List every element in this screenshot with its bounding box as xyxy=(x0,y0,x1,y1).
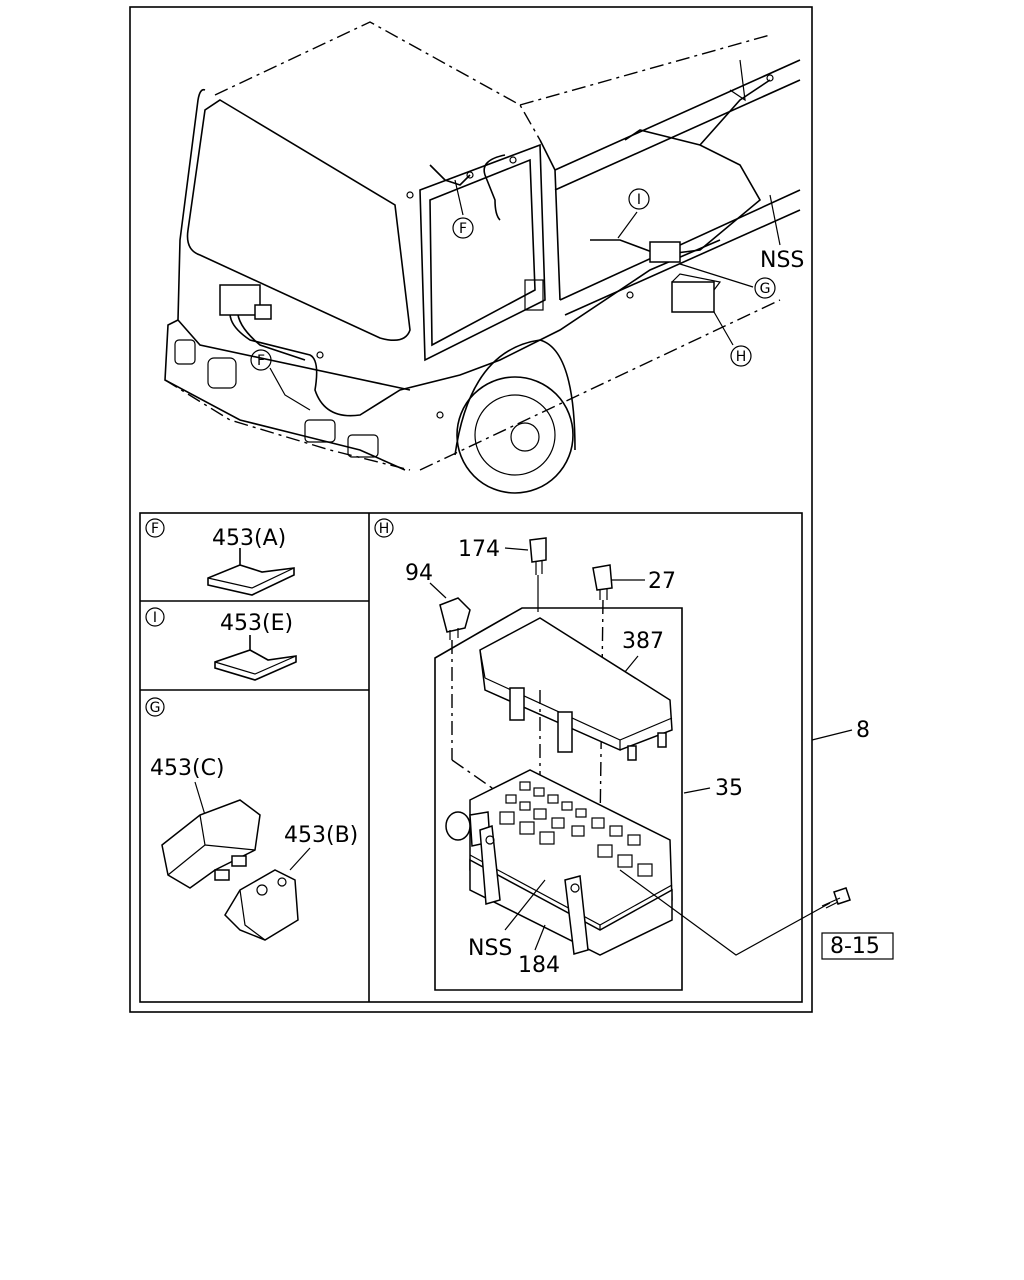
part-174: 174 xyxy=(458,537,500,562)
part-94: 94 xyxy=(405,561,433,586)
bolt-icon xyxy=(821,887,851,909)
part-387: 387 xyxy=(622,629,664,654)
svg-text:I: I xyxy=(153,610,157,626)
callout-h-top: H xyxy=(730,345,752,367)
part-nss-h: NSS xyxy=(468,936,512,961)
svg-text:G: G xyxy=(760,281,771,297)
callout-f-bottom: F xyxy=(250,349,272,371)
panel-g: G 453(C) 453(B) xyxy=(145,697,358,941)
outer-frame xyxy=(129,6,813,1013)
callout-f-top: F xyxy=(452,217,474,239)
svg-text:F: F xyxy=(459,221,467,237)
part-8: 8 xyxy=(856,718,870,743)
svg-text:F: F xyxy=(257,353,265,369)
svg-text:G: G xyxy=(150,700,161,716)
svg-text:H: H xyxy=(379,521,390,537)
detail-frame xyxy=(139,512,803,1003)
svg-text:I: I xyxy=(637,192,641,208)
outer-labels: 8 8-15 xyxy=(811,718,894,960)
part-27: 27 xyxy=(648,569,676,594)
part-184: 184 xyxy=(518,953,560,978)
svg-text:F: F xyxy=(151,521,159,537)
callout-i-top: I xyxy=(628,188,650,210)
ref-box xyxy=(821,932,894,960)
part-453a: 453(A) xyxy=(212,526,286,551)
panel-f: F 453(A) xyxy=(145,518,295,596)
callout-g-top: G xyxy=(754,277,776,299)
truck-illustration: F F I G H NSS xyxy=(164,21,804,494)
part-453c: 453(C) xyxy=(150,756,225,781)
part-35: 35 xyxy=(715,776,743,801)
ref-8-15: 8-15 xyxy=(830,934,880,959)
panel-h: H 174 27 94 387 xyxy=(374,518,831,991)
fuse-slots xyxy=(499,781,653,877)
part-453b: 453(B) xyxy=(284,823,358,848)
svg-text:H: H xyxy=(736,349,747,365)
label-nss-top: NSS xyxy=(760,248,804,273)
panel-i: I 453(E) xyxy=(145,607,297,681)
part-453e: 453(E) xyxy=(220,611,293,636)
